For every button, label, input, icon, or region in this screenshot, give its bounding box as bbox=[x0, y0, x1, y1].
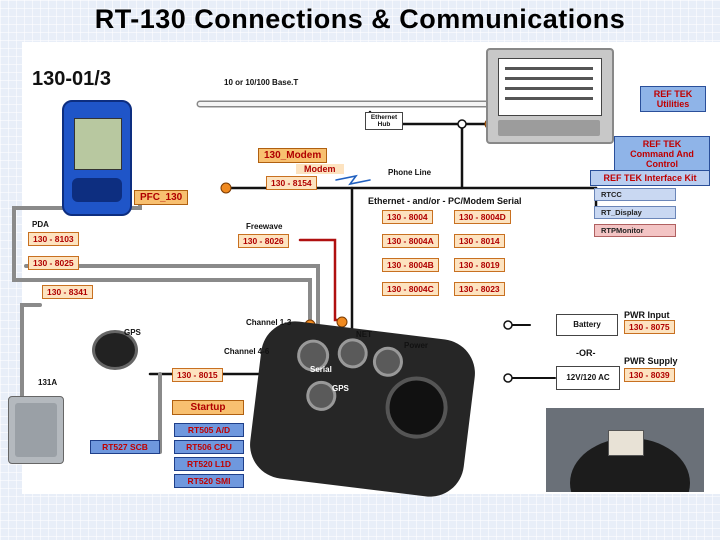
part-battery-cable: 130 - 8075 bbox=[624, 320, 675, 334]
ac-box: 12V/120 AC bbox=[556, 366, 620, 390]
photo-inset bbox=[546, 408, 704, 492]
pwr-supply-label: PWR Supply bbox=[624, 356, 678, 366]
part-net-4: 130 - 8014 bbox=[454, 234, 505, 248]
reftek-command: REF TEK Command And Control bbox=[614, 136, 710, 172]
model-number: 130-01/3 bbox=[32, 68, 111, 90]
gps-connector-label: GPS bbox=[332, 384, 349, 393]
part-modem: 130 - 8154 bbox=[266, 176, 317, 190]
ethernet-base-label: 10 or 10/100 Base.T bbox=[224, 78, 299, 87]
rtpmonitor-box: RTPMonitor bbox=[594, 224, 676, 237]
rt130-recorder bbox=[246, 317, 479, 501]
part-net-2: 130 - 8004D bbox=[454, 210, 511, 224]
net-label: NET bbox=[356, 330, 372, 339]
part-net-3: 130 - 8004A bbox=[382, 234, 439, 248]
rtcc-box: RTCC bbox=[594, 188, 676, 201]
modem-label: Modem bbox=[296, 164, 344, 174]
channel-1-3-label: Channel 1-3 bbox=[246, 318, 292, 327]
part-sensor: 130 - 8015 bbox=[172, 368, 223, 382]
freewave-label: Freewave bbox=[246, 222, 283, 231]
serial-label: Serial bbox=[310, 365, 332, 374]
pwr-input-label: PWR Input bbox=[624, 310, 670, 320]
pda-device bbox=[62, 100, 132, 216]
pfc-header: PFC_130 bbox=[134, 190, 189, 205]
sensor-131a bbox=[8, 396, 64, 464]
pda-screen bbox=[74, 118, 122, 170]
part-net-6: 130 - 8019 bbox=[454, 258, 505, 272]
part-net-7: 130 - 8004C bbox=[382, 282, 439, 296]
startup-header: Startup bbox=[172, 400, 244, 415]
gps-label: GPS bbox=[124, 328, 141, 337]
pda-label: PDA bbox=[32, 220, 49, 229]
part-freewave: 130 - 8026 bbox=[238, 234, 289, 248]
laptop-screen bbox=[498, 58, 602, 116]
channel-4-6-label: Channel 4-6 bbox=[224, 347, 270, 356]
board-rt527-scb: RT527 SCB bbox=[90, 440, 160, 454]
ethernet-hub: Ethernet Hub bbox=[365, 112, 403, 130]
pda-cable bbox=[12, 194, 312, 324]
modem-header: 130_Modem bbox=[258, 148, 328, 163]
ethernet-serial-label: Ethernet - and/or - PC/Modem Serial bbox=[368, 196, 522, 206]
node bbox=[220, 182, 232, 194]
board-rt520-l1d: RT520 L1D bbox=[174, 457, 244, 471]
part-supply: 130 - 8039 bbox=[624, 368, 675, 382]
part-gps-cable: 130 - 8341 bbox=[42, 285, 93, 299]
battery-box: Battery bbox=[556, 314, 618, 336]
sensor-131a-label: 131A bbox=[38, 378, 58, 387]
rt-display-box: RT_Display bbox=[594, 206, 676, 219]
gps-antenna bbox=[92, 330, 138, 370]
phone-line-label: Phone Line bbox=[388, 168, 432, 177]
laptop-keyboard bbox=[498, 120, 600, 136]
part-net-5: 130 - 8004B bbox=[382, 258, 439, 272]
reftek-interface-kit: REF TEK Interface Kit bbox=[590, 170, 710, 186]
page-title: RT-130 Connections & Communications bbox=[94, 4, 626, 34]
phone-line-icon bbox=[335, 174, 371, 186]
board-rt520-smi: RT520 SMI bbox=[174, 474, 244, 488]
power-label: Power bbox=[404, 341, 429, 350]
board-rt506: RT506 CPU bbox=[174, 440, 244, 454]
board-rt505: RT505 A/D bbox=[174, 423, 244, 437]
part-net-1: 130 - 8004 bbox=[382, 210, 433, 224]
part-pda-2: 130 - 8025 bbox=[28, 256, 79, 270]
part-pda-1: 130 - 8103 bbox=[28, 232, 79, 246]
laptop bbox=[486, 48, 614, 144]
refttek-utilities: REF TEK Utilities bbox=[640, 86, 706, 112]
part-net-8: 130 - 8023 bbox=[454, 282, 505, 296]
pda-keypad bbox=[72, 178, 122, 202]
or-label: -OR- bbox=[576, 348, 596, 358]
